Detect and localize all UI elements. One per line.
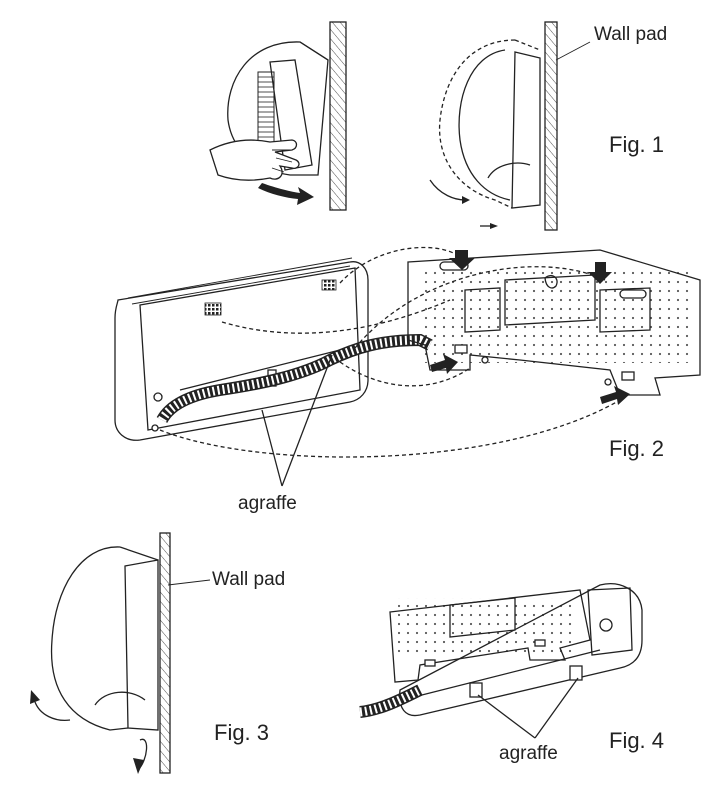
fig4-view [359, 583, 643, 739]
fig3-caption: Fig. 3 [214, 720, 270, 745]
fig3-view [30, 532, 211, 774]
fig2-caption: Fig. 2 [609, 436, 665, 461]
rotate-arrow-icon [30, 690, 148, 774]
wall [159, 532, 171, 774]
wall-pad-leader [555, 41, 591, 61]
fig1-right-view [429, 21, 591, 231]
wall-pad-label-fig1: Wall pad [594, 24, 668, 45]
wall-pad-label-fig3: Wall pad [212, 569, 286, 590]
fig1-left-view [209, 21, 347, 211]
agraffe-leaders [261, 354, 333, 487]
refrigerant-hose [359, 684, 423, 718]
mounting-plate [407, 249, 701, 396]
fig2-assembly [114, 246, 701, 487]
indoor-unit [399, 583, 643, 717]
agraffe-label-fig2: agraffe [238, 493, 297, 514]
indoor-unit-back [114, 257, 369, 441]
push-arrow-icon [430, 250, 630, 405]
wall [544, 21, 558, 231]
agraffe-leaders [477, 677, 579, 739]
refrigerant-hose [156, 333, 433, 424]
indoor-unit [50, 546, 159, 731]
wall-pad [124, 559, 159, 731]
mounting-plate [389, 589, 591, 683]
wall [329, 21, 347, 211]
fig1-caption: Fig. 1 [609, 132, 665, 157]
agraffe-label-fig4: agraffe [499, 743, 558, 764]
hook-arrow-icon [429, 179, 498, 229]
indoor-unit [458, 49, 531, 201]
wall-pad [511, 51, 541, 209]
push-arrow-icon [258, 183, 314, 205]
indoor-unit-tilted-dashed [438, 39, 541, 209]
wall-pad-leader [167, 579, 211, 586]
hand-icon [209, 139, 300, 181]
fig4-caption: Fig. 4 [609, 728, 665, 753]
